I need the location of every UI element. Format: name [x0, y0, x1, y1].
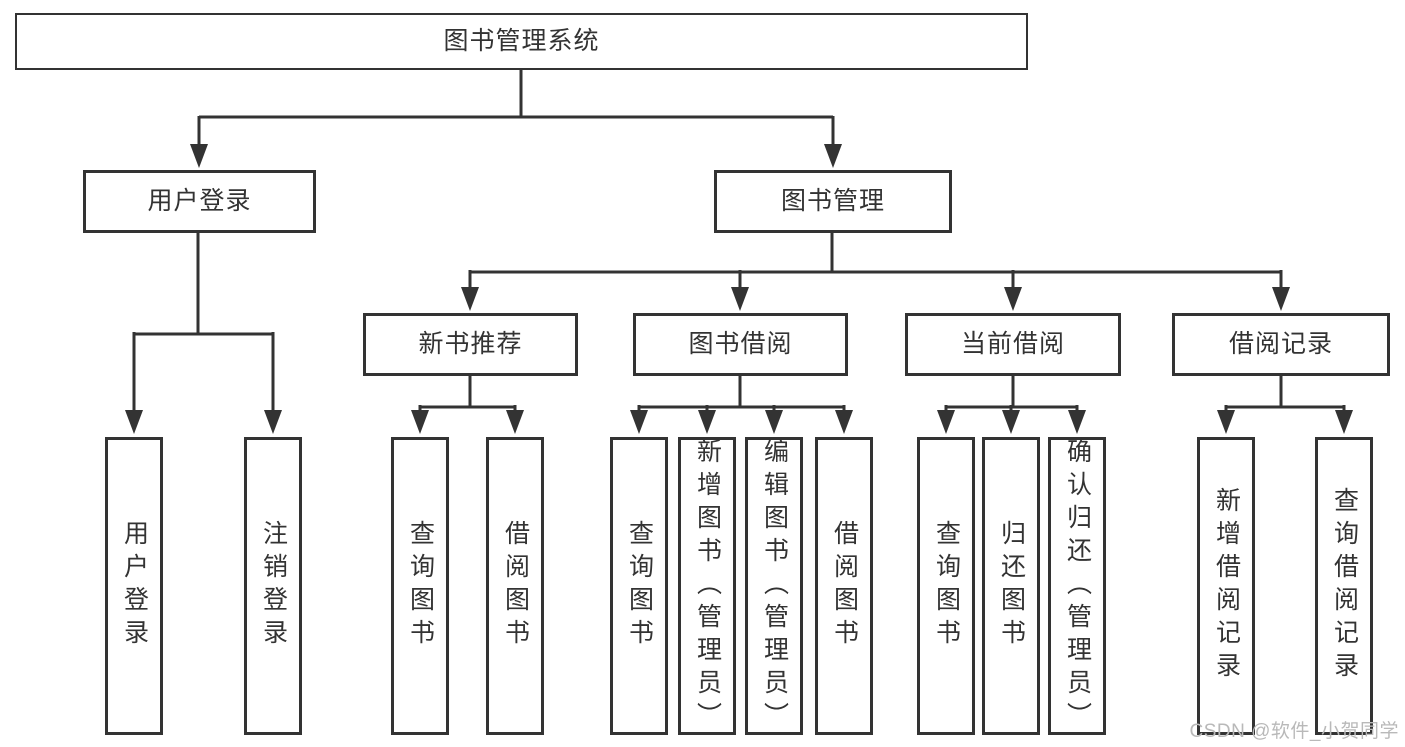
leaf-borrow-books-recommend: 借阅图书	[486, 437, 544, 735]
leaf-query-books-current: 查询图书	[917, 437, 975, 735]
leaf-logout: 注销登录	[244, 437, 302, 735]
node-label: 编辑图书（管理员）	[760, 437, 789, 735]
node-label: 图书管理系统	[443, 27, 600, 55]
leaf-query-borrow-record: 查询借阅记录	[1315, 437, 1373, 735]
leaf-query-books-borrow: 查询图书	[610, 437, 668, 735]
node-label: 查询图书	[406, 520, 435, 652]
node-label: 新书推荐	[418, 330, 523, 358]
node-borrow-records: 借阅记录	[1172, 313, 1390, 376]
csdn-watermark: CSDN @软件_小贺同学	[1189, 721, 1399, 742]
node-label: 借阅记录	[1228, 330, 1333, 358]
node-current-borrow: 当前借阅	[905, 313, 1121, 376]
node-label: 新增图书（管理员）	[693, 437, 722, 735]
node-label: 查询借阅记录	[1330, 487, 1359, 685]
node-label: 查询图书	[625, 520, 654, 652]
node-book-management: 图书管理	[714, 170, 952, 233]
node-label: 图书管理	[780, 187, 885, 215]
leaf-query-books-recommend: 查询图书	[391, 437, 449, 735]
leaf-edit-book-admin: 编辑图书（管理员）	[745, 437, 803, 735]
node-label: 图书借阅	[688, 330, 793, 358]
node-label: 归还图书	[997, 520, 1026, 652]
node-label: 查询图书	[932, 520, 961, 652]
leaf-return-book: 归还图书	[982, 437, 1040, 735]
node-root-system: 图书管理系统	[15, 13, 1028, 70]
node-user-login: 用户登录	[83, 170, 316, 233]
leaf-confirm-return-admin: 确认归还（管理员）	[1048, 437, 1106, 735]
node-label: 用户登录	[147, 187, 252, 215]
node-label: 借阅图书	[501, 520, 530, 652]
leaf-add-book-admin: 新增图书（管理员）	[678, 437, 736, 735]
node-label: 借阅图书	[830, 520, 859, 652]
node-new-book-recommend: 新书推荐	[363, 313, 578, 376]
node-label: 确认归还（管理员）	[1063, 437, 1092, 735]
leaf-add-borrow-record: 新增借阅记录	[1197, 437, 1255, 735]
node-label: 新增借阅记录	[1212, 487, 1241, 685]
node-book-borrow: 图书借阅	[633, 313, 848, 376]
connector-segments	[132, 70, 1346, 412]
leaf-borrow-books: 借阅图书	[815, 437, 873, 735]
arrowheads	[125, 144, 1353, 434]
node-label: 注销登录	[259, 520, 288, 652]
node-label: 用户登录	[120, 520, 149, 652]
node-label: 当前借阅	[960, 330, 1065, 358]
leaf-user-login: 用户登录	[105, 437, 163, 735]
